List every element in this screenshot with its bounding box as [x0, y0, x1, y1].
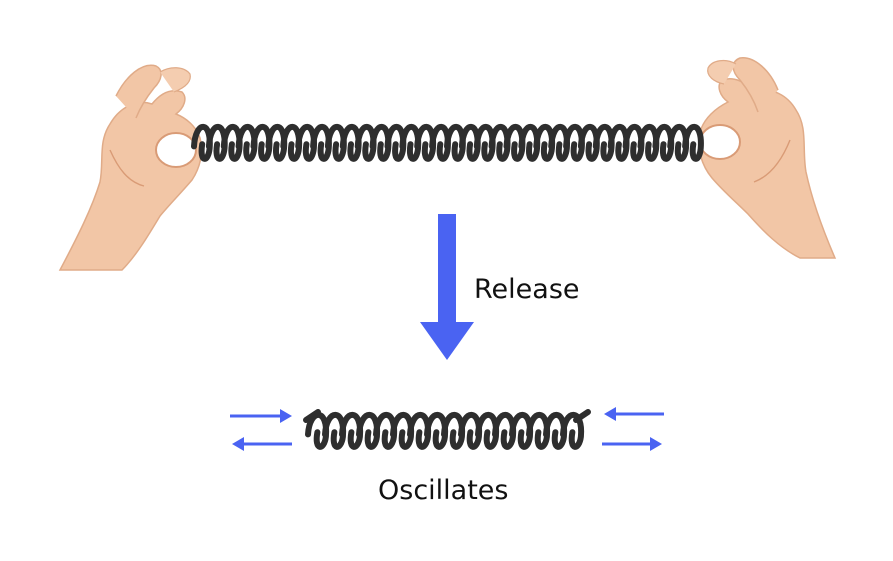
release-arrow-icon — [420, 214, 474, 360]
stretched-spring-coil — [682, 124, 704, 162]
compressed-spring — [303, 409, 591, 450]
compressed-spring-tail-right — [573, 409, 591, 423]
release-label: Release — [474, 274, 580, 305]
left-hand-icon — [58, 64, 203, 271]
compressed-spring-tail-left — [303, 409, 321, 423]
oscillation-arrows-left-icon — [230, 409, 292, 451]
right-hand-icon — [698, 57, 837, 259]
oscillates-label: Oscillates — [378, 475, 509, 506]
oscillation-arrows-right-icon — [602, 407, 664, 451]
compressed-spring-coil — [560, 412, 585, 450]
stretched-spring — [191, 124, 704, 162]
